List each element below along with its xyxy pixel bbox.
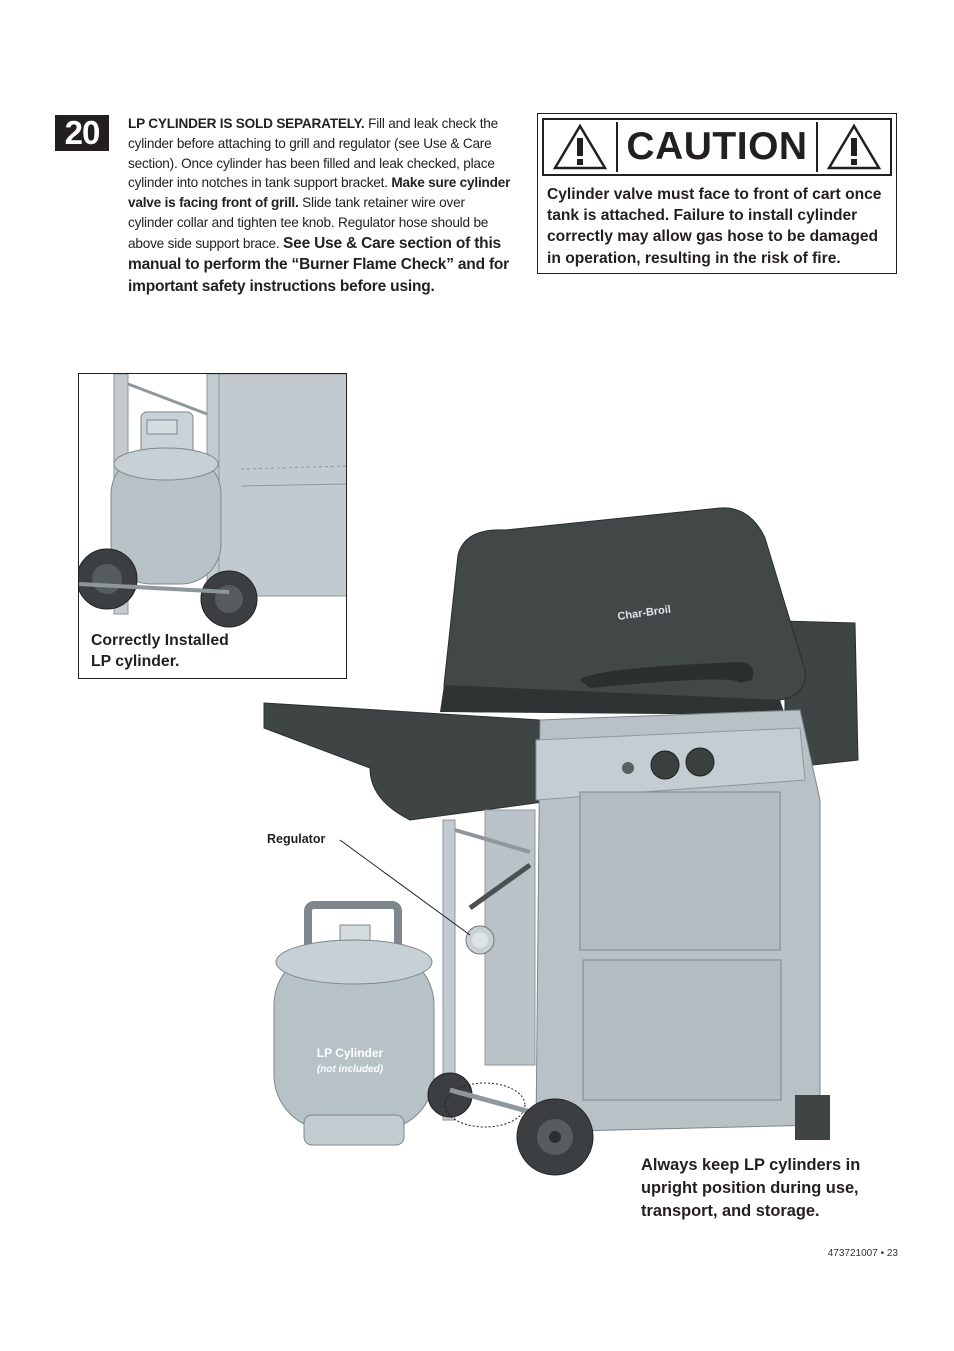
instruction-text-1: Fill and leak check the cylinder before … bbox=[128, 116, 498, 191]
safety-reference: See Use & Care section of this manual to… bbox=[128, 234, 510, 295]
grill-illustration: Char-Broil LP Cylinder (not included) bbox=[263, 507, 859, 1176]
valve-facing-note: Make sure cylinder valve is facing front… bbox=[128, 175, 511, 211]
page-footer: 473721007 • 23 bbox=[828, 1248, 898, 1259]
cylinder-note: (not included) bbox=[317, 1064, 384, 1075]
inset-illustration: Correctly Installed LP cylinder. bbox=[78, 373, 347, 679]
step-instructions: LP CYLINDER IS SOLD SEPARATELY. Fill and… bbox=[128, 114, 513, 297]
step-number: 20 bbox=[55, 115, 109, 151]
caution-title: CAUTION bbox=[616, 122, 818, 172]
page-number: 23 bbox=[886, 1248, 898, 1259]
sold-separately-note: LP CYLINDER IS SOLD SEPARATELY. bbox=[128, 116, 365, 131]
regulator-label: Regulator bbox=[267, 832, 326, 846]
cylinder-label: LP Cylinder bbox=[317, 1046, 384, 1060]
upright-note: Always keep LP cylinders in upright posi… bbox=[641, 1156, 861, 1220]
inset-caption-line-2: LP cylinder. bbox=[91, 653, 180, 670]
document-number: 473721007 bbox=[827, 1248, 878, 1259]
caution-box: CAUTION Cylinder valve must face to fron… bbox=[537, 113, 897, 274]
warning-triangle-icon bbox=[544, 120, 616, 174]
caution-text: Cylinder valve must face to front of car… bbox=[547, 186, 882, 267]
inset-cylinder-drawing bbox=[79, 374, 346, 628]
warning-triangle-icon bbox=[818, 120, 890, 174]
caution-header: CAUTION bbox=[542, 118, 892, 176]
instruction-text-2: Slide tank retainer wire over cylinder c… bbox=[128, 195, 489, 251]
inset-caption: Correctly Installed LP cylinder. bbox=[91, 630, 229, 672]
inset-caption-line-1: Correctly Installed bbox=[91, 632, 229, 649]
footer-separator: • bbox=[880, 1248, 885, 1259]
